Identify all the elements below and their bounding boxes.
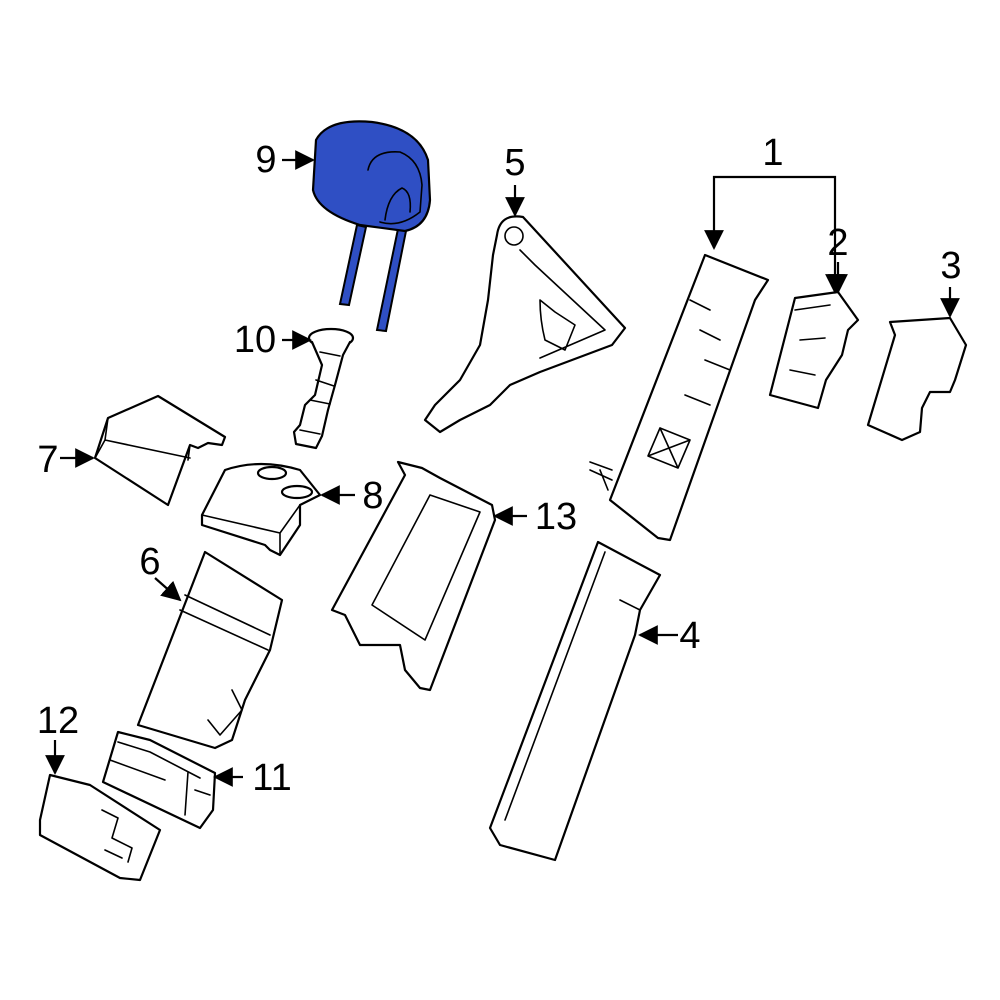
part-12-lower-cover[interactable]	[38, 773, 162, 882]
part-9-headrest[interactable]	[311, 120, 432, 333]
callout-labels: 1 2 3 4 5 6 7 8 9 10 11 12 13	[37, 132, 962, 799]
callout-9: 9	[255, 139, 276, 181]
callout-12: 12	[37, 700, 79, 742]
callout-11: 11	[252, 757, 291, 799]
callout-7: 7	[37, 439, 58, 481]
headrest-pad	[311, 120, 432, 233]
part-13-back-panel[interactable]	[330, 460, 497, 692]
part-4-side-trim[interactable]	[488, 540, 662, 862]
part-6-side-pad[interactable]	[136, 550, 284, 750]
callout-2: 2	[827, 222, 848, 264]
headrest-posts	[338, 223, 408, 333]
callout-1: 1	[762, 132, 783, 174]
callout-10: 10	[234, 319, 276, 361]
part-5-bracket[interactable]	[423, 215, 627, 434]
part-3-plate[interactable]	[866, 316, 968, 442]
callout-8: 8	[362, 475, 383, 517]
callout-4: 4	[679, 615, 700, 657]
part-8-cap-bracket[interactable]	[200, 462, 322, 557]
callout-5: 5	[504, 142, 525, 184]
callout-6: 6	[139, 541, 160, 583]
leader-lines	[45, 150, 960, 787]
part-2-latch[interactable]	[768, 290, 860, 410]
callout-13: 13	[535, 496, 577, 538]
part-7-upper-cover[interactable]	[93, 394, 227, 507]
part-10-headrest-guide[interactable]	[292, 327, 355, 450]
part-1-frame-rail[interactable]	[589, 253, 770, 542]
callout-3: 3	[940, 245, 961, 287]
